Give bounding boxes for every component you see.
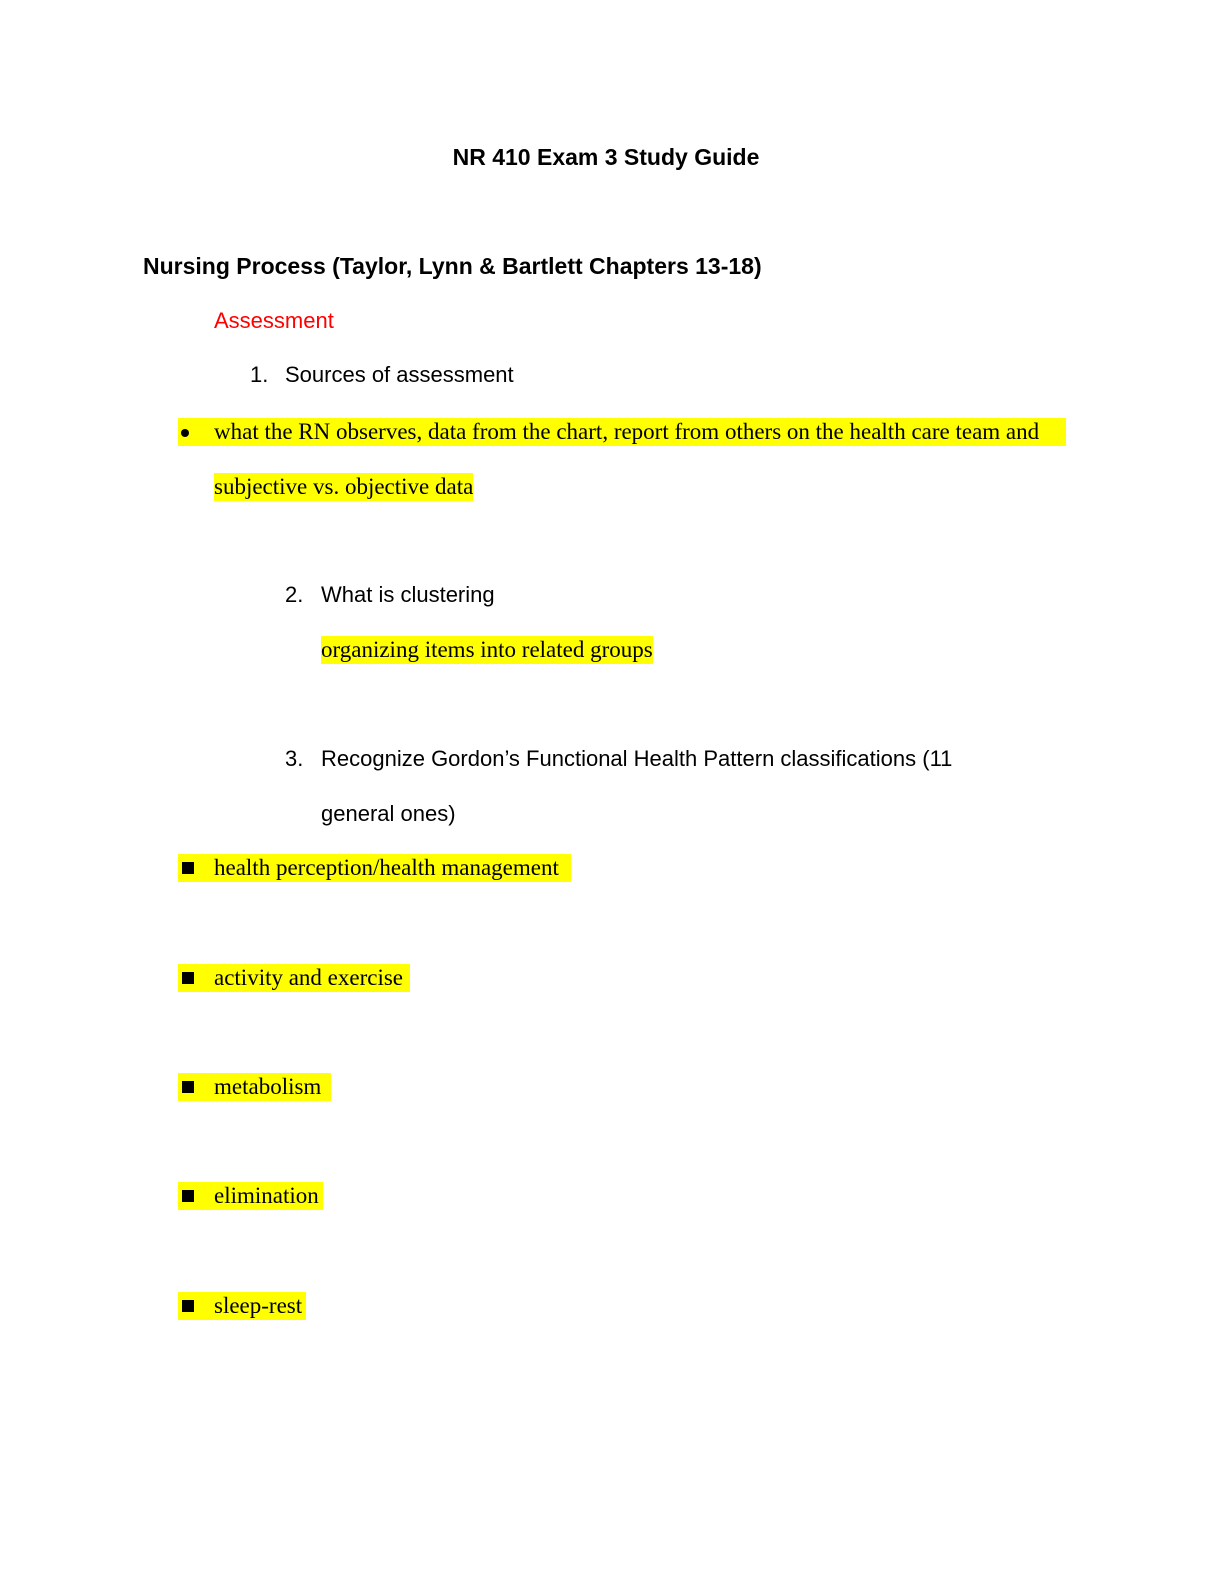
pattern-text: metabolism bbox=[214, 1074, 322, 1099]
square-bullet-icon bbox=[182, 862, 194, 874]
pattern-text: activity and exercise bbox=[214, 965, 404, 990]
answer-text: subjective vs. objective data bbox=[214, 473, 474, 501]
item-text: What is clustering bbox=[321, 582, 495, 607]
bullet-icon bbox=[181, 429, 189, 437]
item-number: 1. bbox=[250, 362, 269, 387]
square-bullet-icon bbox=[182, 1300, 194, 1312]
item-number: 2. bbox=[285, 582, 304, 607]
pattern-text: elimination bbox=[214, 1183, 319, 1208]
item-text: general ones) bbox=[321, 801, 456, 826]
section-heading: Nursing Process (Taylor, Lynn & Bartlett… bbox=[143, 253, 762, 279]
subsection-heading: Assessment bbox=[214, 308, 334, 333]
item-text: Sources of assessment bbox=[285, 362, 514, 387]
square-bullet-icon bbox=[182, 972, 194, 984]
answer-text: what the RN observes, data from the char… bbox=[214, 419, 1040, 444]
square-bullet-icon bbox=[182, 1190, 194, 1202]
square-bullet-icon bbox=[182, 1081, 194, 1093]
item-number: 3. bbox=[285, 746, 304, 771]
list-item: what the RN observes, data from the char… bbox=[178, 418, 1066, 446]
page-title: NR 410 Exam 3 Study Guide bbox=[452, 144, 760, 170]
item-text: Recognize Gordon’s Functional Health Pat… bbox=[321, 746, 953, 771]
answer-text: organizing items into related groups bbox=[321, 636, 653, 664]
pattern-text: sleep-rest bbox=[214, 1293, 303, 1318]
pattern-text: health perception/health management bbox=[214, 855, 559, 880]
